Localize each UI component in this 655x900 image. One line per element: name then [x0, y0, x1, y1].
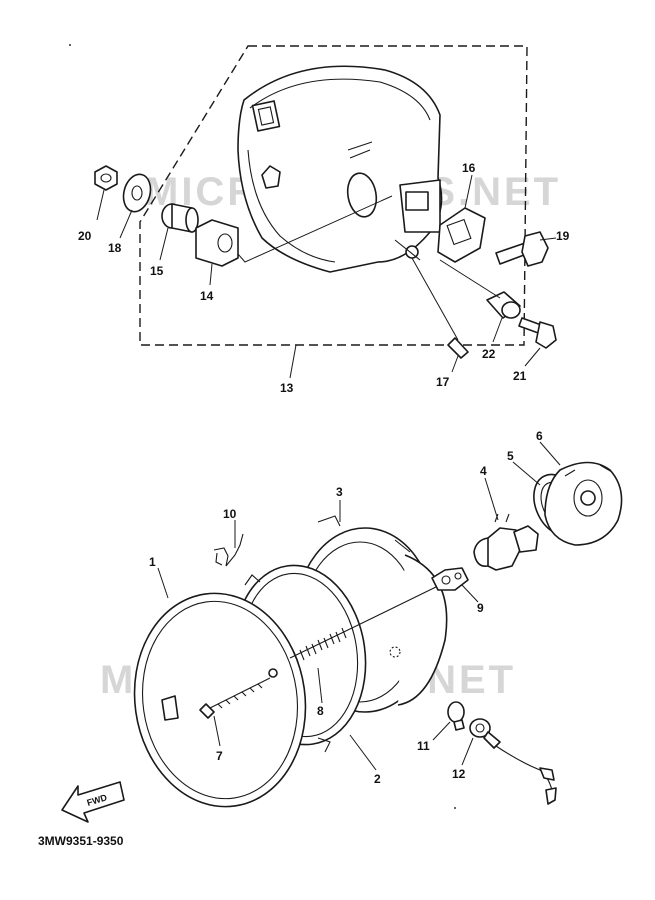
callout-6: 6 [536, 429, 543, 443]
callout-21: 21 [513, 369, 527, 383]
diagram-code: 3MW9351-9350 [38, 834, 124, 848]
part-17-screw [447, 337, 469, 359]
callout-20: 20 [78, 229, 92, 243]
part-19-bolt [495, 231, 549, 267]
part-11-small-bulb [447, 701, 465, 731]
part-7-screw [199, 677, 271, 719]
callout-13: 13 [280, 381, 294, 395]
headlight-housing [237, 65, 443, 273]
part-10-clip [213, 533, 244, 567]
callout-14: 14 [200, 289, 214, 303]
callout-5: 5 [507, 449, 514, 463]
callout-22: 22 [482, 347, 496, 361]
callout-11: 11 [417, 739, 430, 753]
callout-17: 17 [436, 375, 450, 389]
part-16-grommet [437, 207, 486, 263]
part-8-spring [289, 584, 441, 663]
part-14-damper [195, 219, 239, 267]
group-boundary [139, 45, 528, 346]
callout-8: 8 [317, 704, 324, 718]
callout-1: 1 [149, 555, 156, 569]
callout-4: 4 [480, 464, 487, 478]
part-9-socket [431, 567, 469, 591]
part-15-collar [161, 203, 199, 233]
part-1-outer-ring [133, 592, 307, 808]
scan-dot [454, 807, 456, 809]
part-21-bolt [518, 317, 557, 349]
callout-18: 18 [108, 241, 122, 255]
part-6-cover [544, 461, 623, 546]
part-20-nut [94, 165, 118, 191]
part-18-washer [122, 173, 152, 213]
callout-3: 3 [336, 485, 343, 499]
callout-7: 7 [216, 749, 223, 763]
part-22-collar [486, 291, 521, 319]
callout-10: 10 [223, 507, 237, 521]
fwd-direction-arrow: FWD [61, 781, 125, 823]
scan-dot [69, 44, 71, 46]
part-4-bulb [473, 513, 539, 571]
callout-12: 12 [452, 767, 466, 781]
callout-2: 2 [374, 772, 381, 786]
callout-15: 15 [150, 264, 164, 278]
callout-19: 19 [556, 229, 570, 243]
callout-9: 9 [477, 601, 484, 615]
callout-16: 16 [462, 161, 476, 175]
part-12-socket-lead [469, 718, 557, 805]
